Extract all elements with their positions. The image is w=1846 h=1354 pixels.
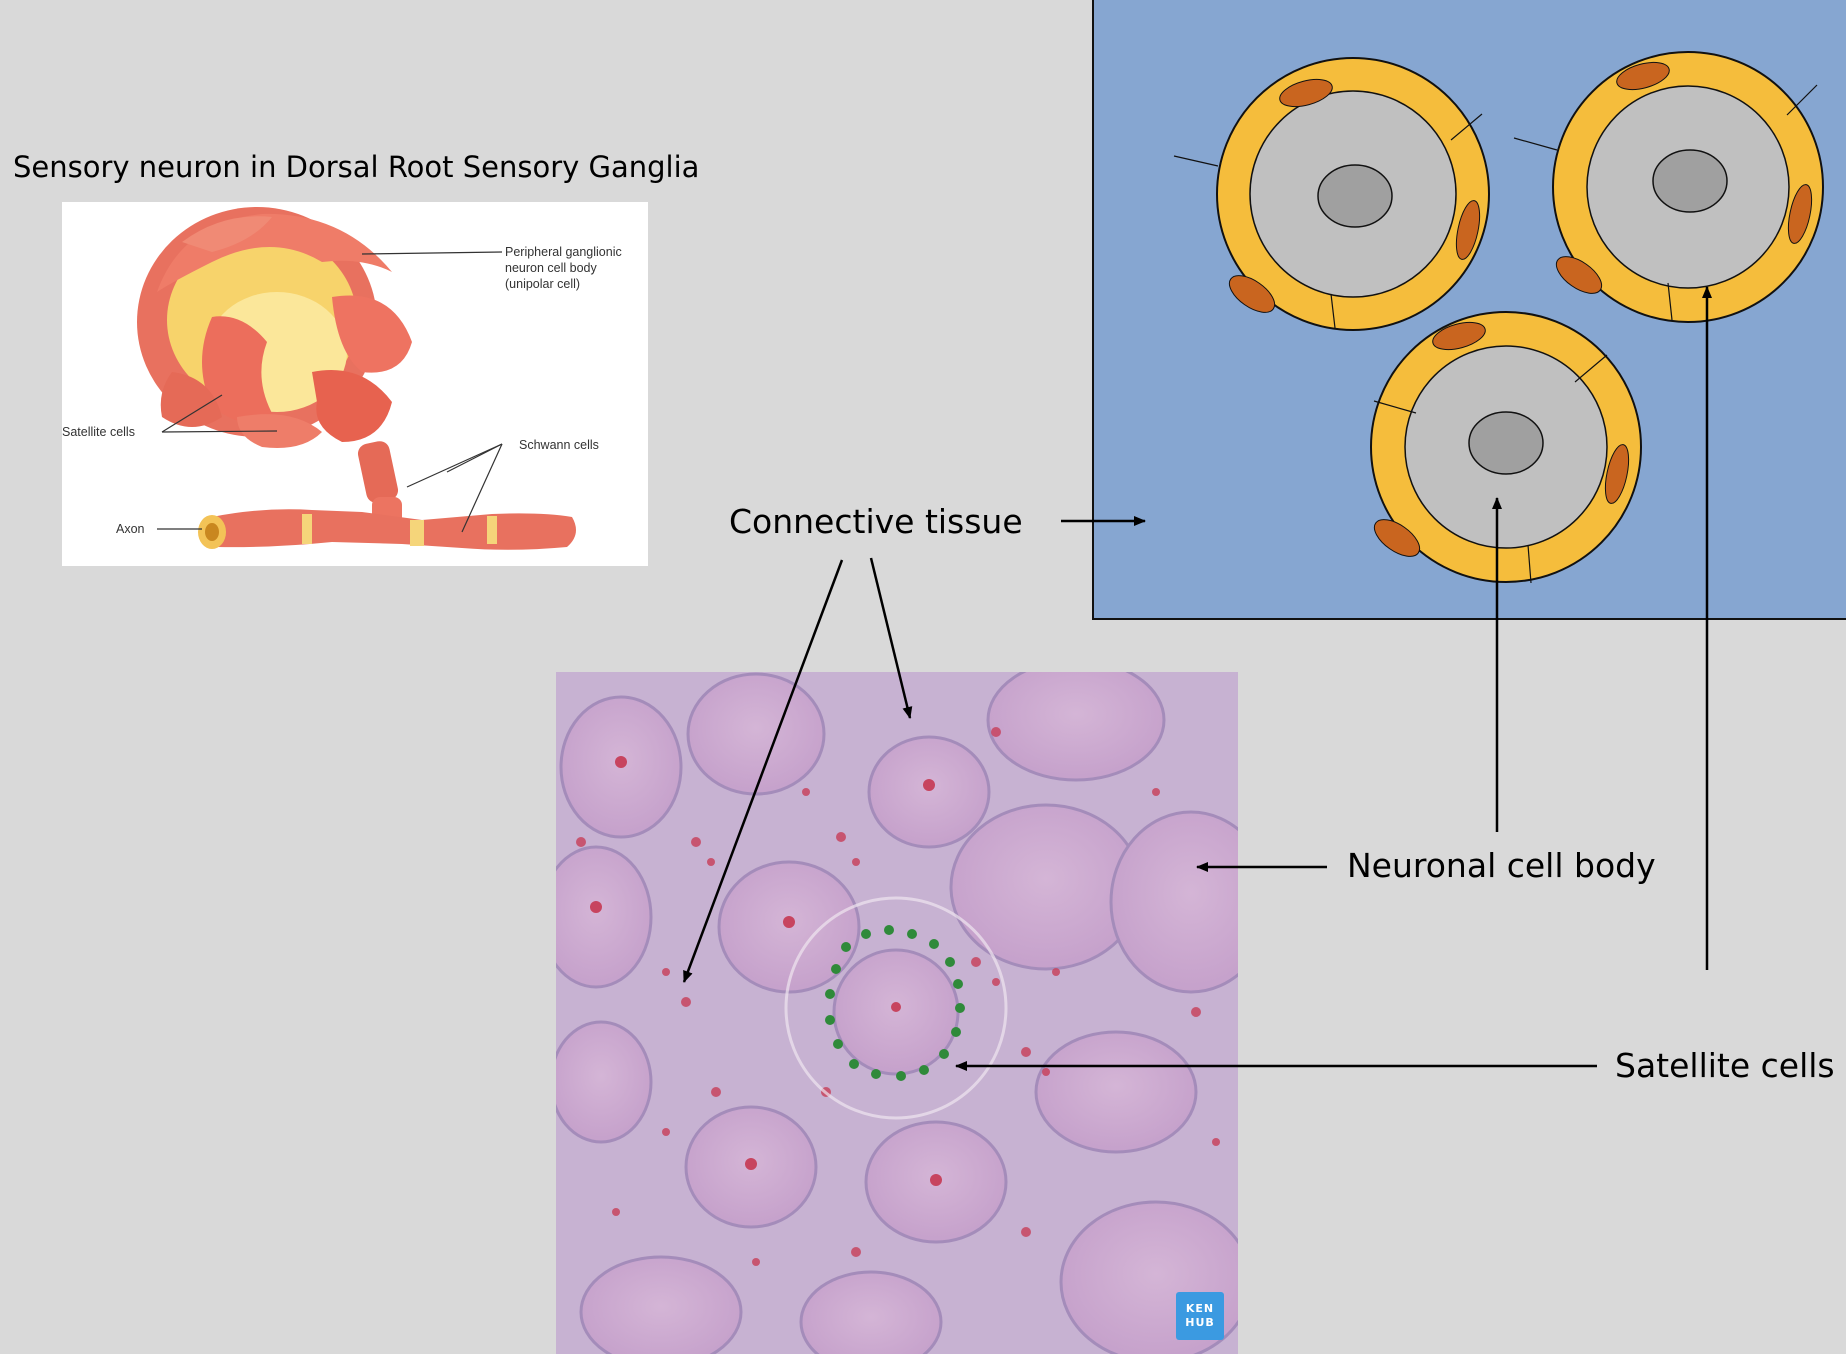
illustration-labels: Peripheral ganglionic neuron cell body (… <box>62 245 622 536</box>
neuron-illustration: Peripheral ganglionic neuron cell body (… <box>62 202 648 566</box>
label-satellite-cells: Satellite cells <box>1615 1046 1835 1085</box>
schematic-neuron-3 <box>1370 311 1642 584</box>
page-title: Sensory neuron in Dorsal Root Sensory Ga… <box>13 150 700 184</box>
schematic-neuron-1 <box>1173 57 1490 331</box>
schematic-drawing <box>1173 51 1824 584</box>
watermark-line1: KEN <box>1185 1302 1215 1315</box>
axon-process <box>198 441 577 550</box>
neuron-cell-bodies <box>556 672 1238 1354</box>
label-peripheral-line3: (unipolar cell) <box>505 277 580 291</box>
label-satellite-cells-illus: Satellite cells <box>62 425 135 439</box>
label-neuronal-cell-body: Neuronal cell body <box>1347 846 1656 885</box>
neuron-illustration-drawing: Peripheral ganglionic neuron cell body (… <box>62 207 622 550</box>
micrograph-drawing <box>556 672 1238 1354</box>
highlight-circle <box>784 896 1008 1120</box>
watermark-line2: HUB <box>1185 1316 1215 1329</box>
label-axon: Axon <box>116 522 145 536</box>
illustration-leader-lines <box>157 251 503 533</box>
satellite-cell-cluster <box>137 207 412 448</box>
label-connective-tissue: Connective tissue <box>729 502 1023 541</box>
label-peripheral-line1: Peripheral ganglionic <box>505 245 622 259</box>
satellite-cells-highlighted <box>825 925 965 1081</box>
histology-micrograph: KEN HUB <box>556 672 1238 1354</box>
label-schwann-cells: Schwann cells <box>519 438 599 452</box>
schematic-neuron-2 <box>1513 51 1824 323</box>
kenhub-watermark: KEN HUB <box>1176 1292 1224 1340</box>
schematic-panel <box>1092 0 1846 620</box>
label-peripheral-line2: neuron cell body <box>505 261 597 275</box>
